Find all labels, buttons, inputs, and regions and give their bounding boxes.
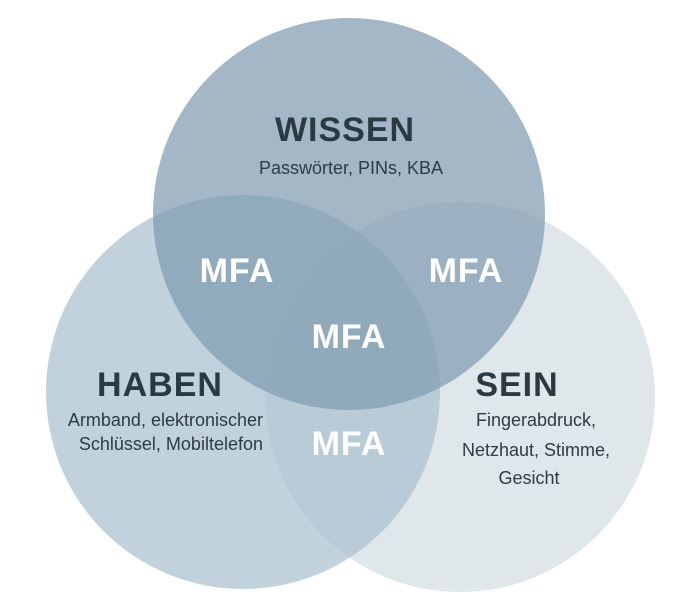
haben-title: HABEN [97, 366, 223, 404]
wissen-title: WISSEN [275, 111, 415, 149]
haben-description-line-2: Schlüssel, Mobiltelefon [79, 434, 263, 454]
mfa-label-center: MFA [312, 318, 387, 356]
mfa-label-wissen-sein: MFA [429, 252, 504, 290]
sein-description-line-3: Gesicht [498, 468, 559, 488]
mfa-label-wissen-haben: MFA [200, 252, 275, 290]
haben-description-line-1: Armband, elektronischer [68, 410, 263, 430]
sein-description-line-2: Netzhaut, Stimme, [462, 440, 610, 460]
circle-wissen [153, 18, 545, 410]
mfa-label-haben-sein: MFA [312, 425, 387, 463]
wissen-description: Passwörter, PINs, KBA [259, 158, 443, 178]
sein-title: SEIN [475, 366, 558, 404]
sein-description-line-1: Fingerabdruck, [476, 410, 596, 430]
